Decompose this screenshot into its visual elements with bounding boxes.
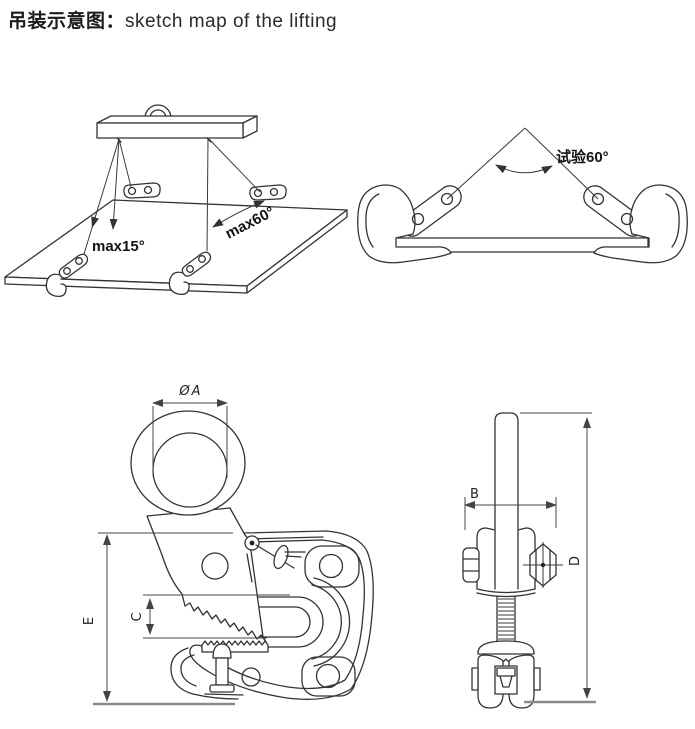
page-title: 吊装示意图：sketch map of the lifting	[8, 6, 337, 33]
swivel-foot	[471, 654, 541, 709]
body-foot	[170, 647, 261, 700]
front-clamp-left	[45, 253, 89, 298]
clamp-head	[476, 527, 536, 598]
dim-b-label: B	[470, 487, 479, 502]
body-hole-bottom	[315, 663, 341, 689]
dim-e-label: E	[82, 617, 97, 625]
threaded-stud	[496, 595, 516, 642]
jaw-bolt	[204, 643, 244, 696]
plate-clamp-left	[357, 184, 462, 264]
dimension-d: D	[520, 412, 592, 699]
clamp-front-view: ØA E C	[82, 384, 374, 706]
test-angle-diagram: 试验60°	[357, 127, 688, 264]
test-sling-lines	[446, 127, 599, 200]
safety-clip	[255, 544, 306, 570]
dimension-e: E	[82, 532, 233, 702]
dim-a-label: ØA	[178, 384, 202, 399]
stud-cap	[477, 640, 535, 655]
sling-lines	[83, 138, 261, 255]
test-angle-label: 试验60°	[556, 148, 609, 166]
bolt-head-side	[462, 547, 480, 583]
plate-clamp-right	[583, 184, 688, 264]
back-clamp-right	[249, 184, 287, 201]
dimension-c: C	[130, 594, 290, 639]
spreader-beam	[96, 104, 258, 143]
throat-inner	[230, 606, 311, 638]
title-chinese: 吊装示意图：	[8, 11, 126, 32]
cam-lever	[146, 507, 267, 643]
lifting-arrangement-diagram: max15° max60°	[4, 104, 348, 298]
dim-d-label: D	[568, 556, 583, 566]
dimension-b: B	[464, 487, 557, 530]
hex-nut	[523, 542, 563, 588]
clamp-side-view: B D	[462, 412, 596, 709]
title-english: sketch map of the lifting	[125, 11, 338, 32]
max15-label: max15°	[92, 238, 145, 255]
dimension-a: ØA	[152, 384, 228, 478]
front-clamp-middle	[168, 251, 212, 296]
pivot-pin	[244, 535, 260, 551]
ring-shank	[494, 412, 519, 531]
dim-c-label: C	[130, 612, 145, 621]
body-hole-top	[318, 553, 344, 579]
max60-angle-arc	[212, 200, 265, 228]
lifting-ring	[130, 410, 246, 516]
throat-outer	[230, 596, 324, 648]
lever-hole	[201, 552, 229, 580]
back-clamp-left	[123, 182, 161, 199]
serrated-jaw	[201, 640, 269, 653]
test-angle-arc	[495, 164, 553, 175]
